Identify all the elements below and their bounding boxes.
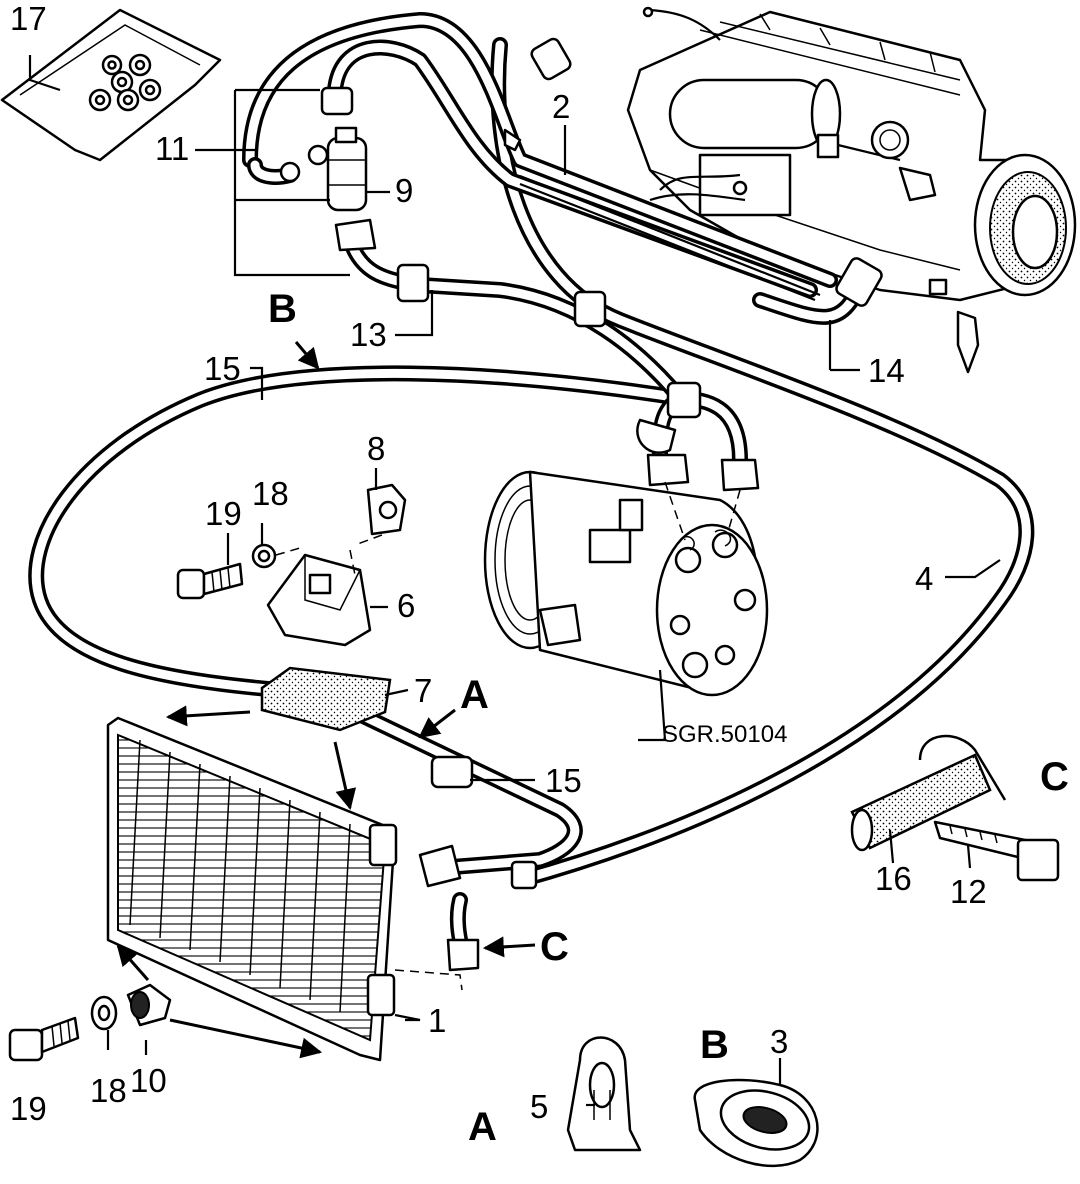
union-nut xyxy=(530,37,572,81)
drawing-reference-code: SGR.50104 xyxy=(662,721,787,748)
drain-tube xyxy=(956,310,980,374)
callout-5: 5 xyxy=(530,1088,548,1125)
leader-lines xyxy=(28,55,1001,1107)
insulation-sleeve-16 xyxy=(850,734,1007,852)
washer-18-lower xyxy=(90,995,118,1031)
valve-assembly-9 xyxy=(307,126,368,212)
evaporator-housing xyxy=(626,6,1077,374)
pressure-switch xyxy=(870,120,910,160)
bolt-19-lower xyxy=(8,1016,80,1062)
bolt-19-upper xyxy=(176,562,244,600)
callout-1: 1 xyxy=(428,1002,446,1039)
cable-tie-12 xyxy=(933,820,1060,882)
callout-15-upper: 15 xyxy=(204,350,241,387)
seal-kit-bag-17 xyxy=(0,8,222,162)
rubber-bushing-10 xyxy=(126,983,172,1027)
callout-8: 8 xyxy=(367,430,385,467)
callout-16: 16 xyxy=(875,860,912,897)
callout-15-lower: 15 xyxy=(545,762,582,799)
callout-19-upper: 19 xyxy=(205,495,242,532)
callout-7: 7 xyxy=(414,672,432,709)
clip-8 xyxy=(366,483,407,536)
callout-9: 9 xyxy=(395,172,413,209)
washer-18-upper xyxy=(251,543,277,569)
section-letter-a-bottom: A xyxy=(468,1105,497,1149)
section-letter-b-top: B xyxy=(268,287,297,331)
receiver-drier-cylinder xyxy=(668,78,832,150)
direction-arrows xyxy=(116,341,536,1059)
pipe-clip-5 xyxy=(566,1036,642,1152)
callout-13: 13 xyxy=(350,316,387,353)
callout-labels: 17 11 9 2 13 14 15 8 19 18 6 7 4 15 1 19… xyxy=(10,0,987,1127)
section-letters: B A C C B A xyxy=(268,287,1069,1149)
grommet-3 xyxy=(693,1078,819,1168)
foam-pad-7 xyxy=(260,666,392,732)
callout-19-lower: 19 xyxy=(10,1090,47,1127)
callout-14: 14 xyxy=(868,352,905,389)
callout-2: 2 xyxy=(552,88,570,125)
callout-4: 4 xyxy=(915,560,933,597)
callout-12: 12 xyxy=(950,873,987,910)
condenser xyxy=(106,716,463,1062)
bracket-6 xyxy=(266,553,372,647)
callout-6: 6 xyxy=(397,587,415,624)
callout-10: 10 xyxy=(130,1062,167,1099)
callout-18-lower: 18 xyxy=(90,1072,127,1109)
callout-3: 3 xyxy=(770,1023,788,1060)
section-letter-c-lower: C xyxy=(540,925,569,969)
callout-17: 17 xyxy=(10,0,47,37)
ac-compressor xyxy=(483,470,769,697)
callout-18-upper: 18 xyxy=(252,475,289,512)
callout-11: 11 xyxy=(155,130,189,167)
line-fittings xyxy=(320,37,883,972)
section-letter-c-right: C xyxy=(1040,755,1069,799)
section-letter-b-bottom: B xyxy=(700,1023,729,1067)
section-letter-a-middle: A xyxy=(460,673,489,717)
